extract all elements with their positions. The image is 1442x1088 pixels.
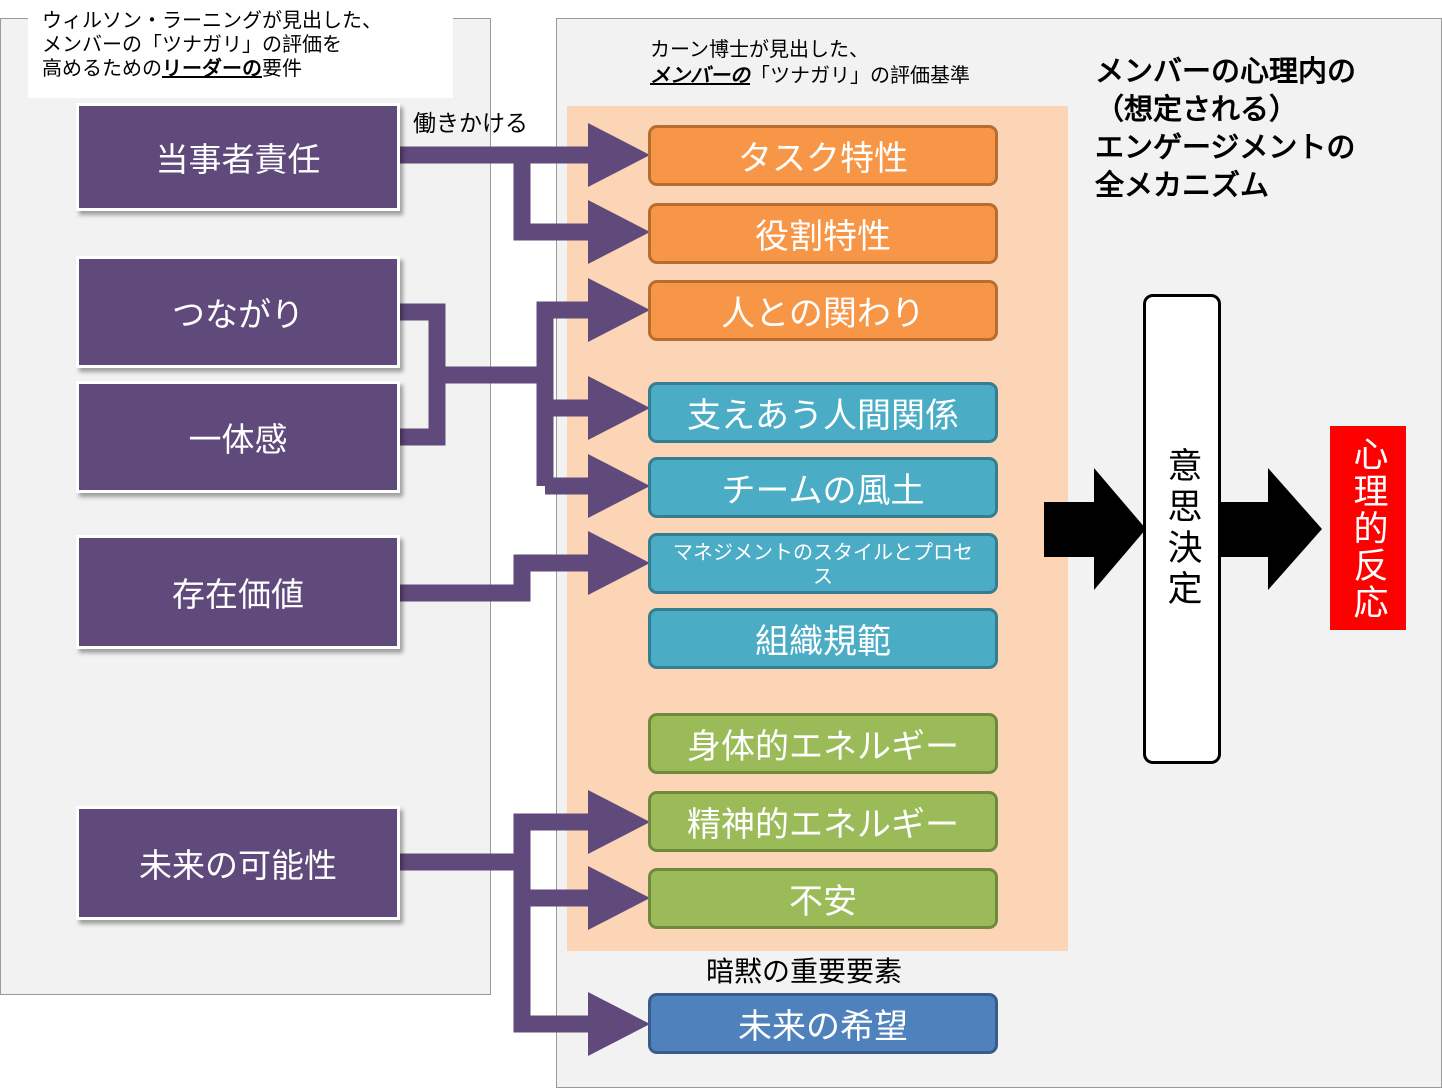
criterion-support: 支えあう人間関係 [648, 382, 998, 443]
criterion-management-style: マネジメントのスタイルとプロセス [648, 533, 998, 594]
leader-requirement-future: 未来の可能性 [76, 806, 400, 920]
mechanism-title-line-1: メンバーの心理内の [1095, 54, 1357, 88]
criterion-relations: 人との関わり [648, 280, 998, 341]
criterion-mental-energy: 精神的エネルギー [648, 791, 998, 852]
decision-label: 意思決定 [1161, 447, 1202, 611]
mid-caption-line-2: メンバーの「ツナガリ」の評価基準 [650, 63, 970, 87]
criterion-team-climate: チームの風土 [648, 457, 998, 518]
criterion-management-style-label: マネジメントのスタイルとプロセス [673, 539, 973, 588]
left-caption-line-2: メンバーの「ツナガリ」の評価を [42, 32, 342, 56]
decision-box: 意思決定 [1143, 294, 1221, 764]
mid-caption: カーン博士が見出した、 メンバーの「ツナガリ」の評価基準 [650, 36, 970, 88]
criterion-physical-energy: 身体的エネルギー [648, 713, 998, 774]
leader-requirement-responsibility: 当事者責任 [76, 103, 400, 211]
criterion-anxiety: 不安 [648, 868, 998, 929]
mechanism-title: メンバーの心理内の （想定される） エンゲージメントの 全メカニズム [1095, 52, 1356, 204]
implicit-elements-label: 暗黙の重要要素 [706, 955, 903, 988]
criterion-task: タスク特性 [648, 125, 998, 186]
mechanism-title-line-3: エンゲージメントの [1095, 130, 1356, 164]
mechanism-title-line-4: 全メカニズム [1095, 168, 1270, 202]
criterion-norms: 組織規範 [648, 608, 998, 669]
psychological-reaction-label: 心理的反応 [1347, 435, 1388, 621]
criterion-role: 役割特性 [648, 203, 998, 264]
work-on-label: 働きかける [413, 111, 528, 137]
psychological-reaction-box: 心理的反応 [1330, 426, 1406, 630]
criterion-future-hope: 未来の希望 [648, 993, 998, 1054]
leader-requirement-connection: つながり [76, 256, 400, 368]
left-caption-line-3: 高めるためのリーダーの要件 [42, 56, 302, 80]
leader-requirement-value: 存在価値 [76, 535, 400, 649]
leader-requirement-unity: 一体感 [76, 381, 400, 493]
mid-caption-line-1: カーン博士が見出した、 [650, 37, 869, 61]
left-caption-line-1: ウィルソン・ラーニングが見出した、 [42, 8, 382, 32]
left-caption: ウィルソン・ラーニングが見出した、 メンバーの「ツナガリ」の評価を 高めるための… [28, 6, 453, 98]
mechanism-title-line-2: （想定される） [1095, 92, 1299, 126]
